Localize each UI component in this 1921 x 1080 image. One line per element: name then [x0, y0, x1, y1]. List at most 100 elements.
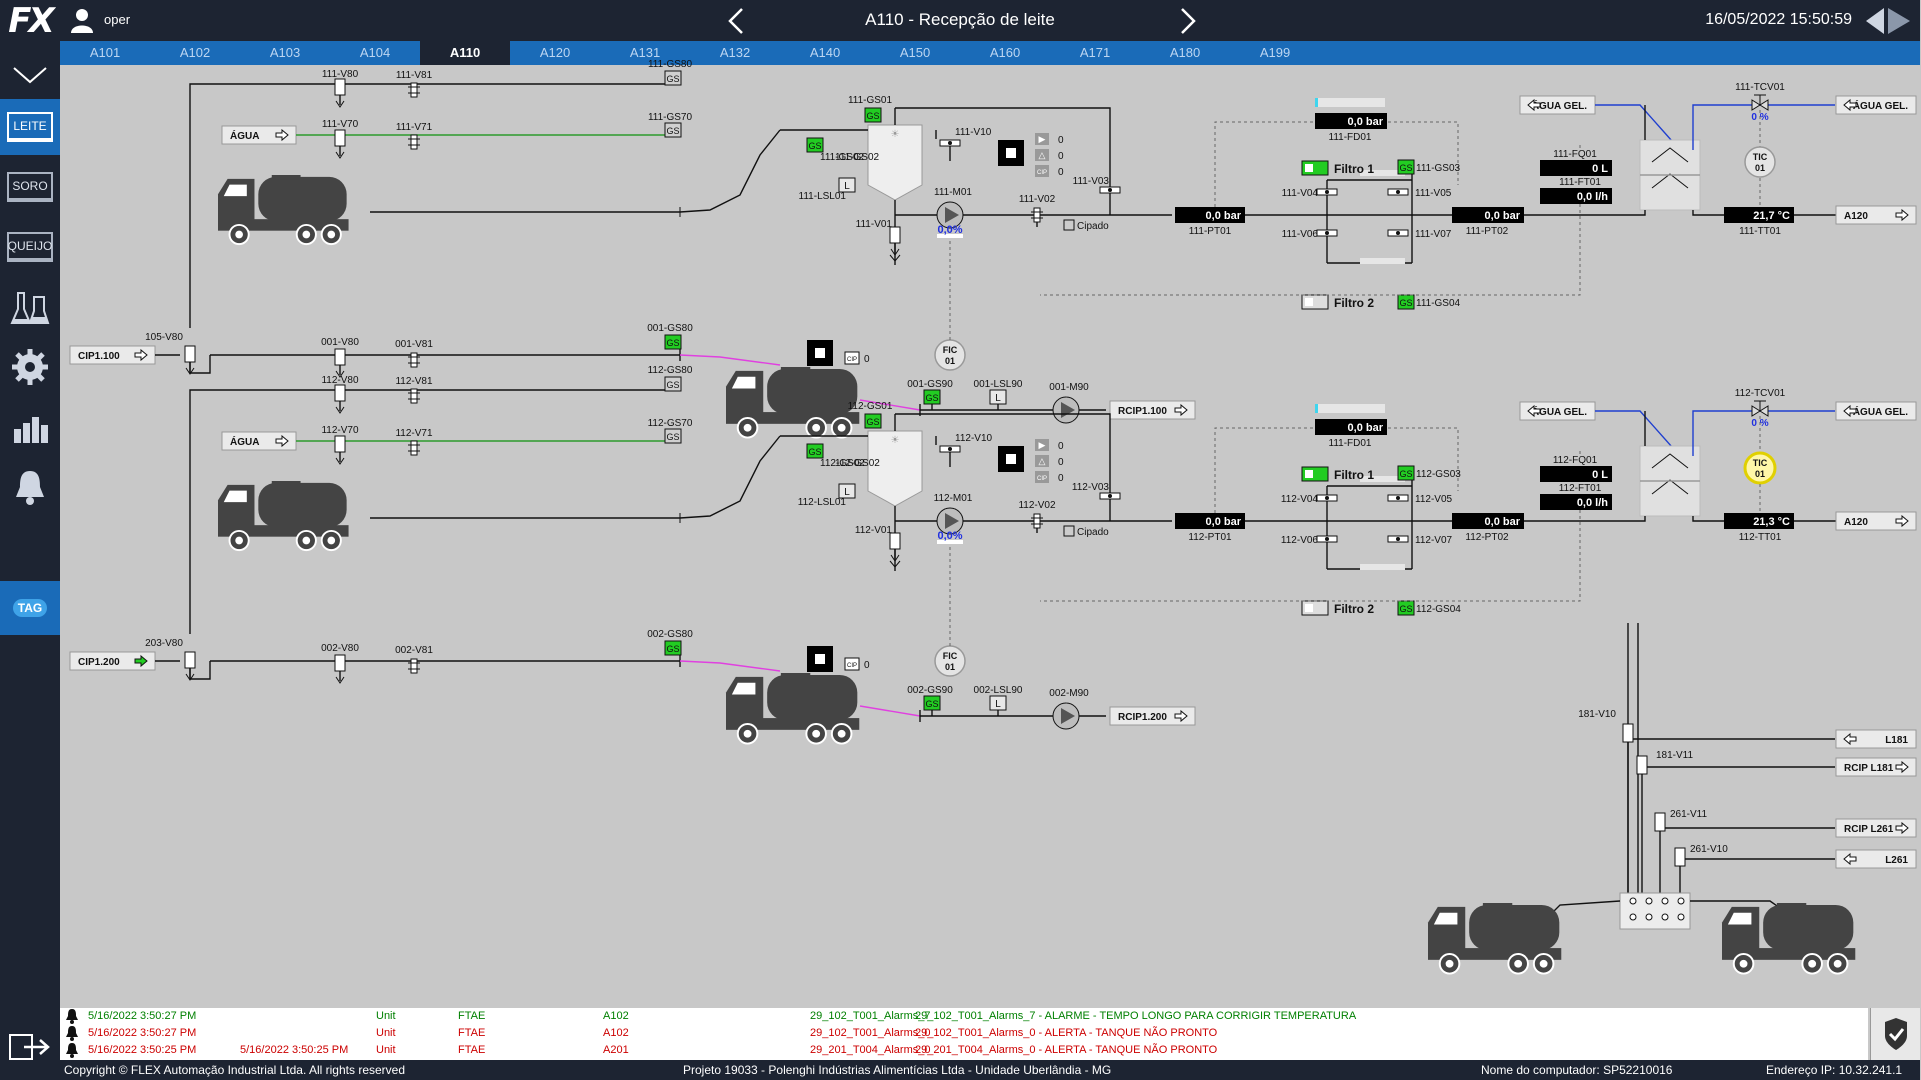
valve-tag: 111-V07: [1415, 229, 1452, 240]
tab-a171[interactable]: A171: [1079, 45, 1111, 60]
inline-valve[interactable]: [410, 82, 418, 98]
sidebar-item-queijo[interactable]: QUEIJO: [0, 219, 60, 275]
sidebar-item-alarms[interactable]: [0, 459, 60, 515]
gs-sensor[interactable]: [664, 428, 682, 444]
inline-valve[interactable]: [410, 658, 418, 674]
sidebar-item-leite[interactable]: LEITE: [0, 99, 60, 155]
manifold-l181-box[interactable]: [1835, 729, 1917, 749]
level-sensor[interactable]: [838, 177, 856, 193]
tab-a132[interactable]: A132: [719, 45, 751, 60]
sidebar-item-reports[interactable]: [0, 399, 60, 455]
tab-a103[interactable]: A103: [269, 45, 301, 60]
sensor-tag: 111-GS04: [1416, 298, 1461, 309]
valve[interactable]: [334, 129, 346, 147]
alarm-ack-time: 5/16/2022 3:50:25 PM: [240, 1044, 349, 1056]
pump-tag: 112-M01: [934, 493, 973, 504]
direction-arrow-icon: [1527, 404, 1541, 418]
instrument-type: FIC: [943, 651, 958, 661]
pump-speed-bar: [937, 540, 963, 544]
cold-water-out-box[interactable]: [1835, 95, 1917, 115]
destination-a120: A120: [1844, 517, 1868, 528]
gs-sensor[interactable]: [864, 107, 882, 123]
pipe: [1692, 516, 1724, 522]
tab-a140[interactable]: A140: [809, 45, 841, 60]
tab-a110[interactable]: A110: [420, 41, 510, 65]
inline-valve[interactable]: [410, 352, 418, 368]
tab-a199[interactable]: A199: [1259, 45, 1291, 60]
valve-body: [408, 662, 420, 670]
cipado-checkbox[interactable]: [1063, 219, 1075, 231]
manifold-valve[interactable]: [1674, 847, 1686, 867]
gs-sensor[interactable]: [806, 137, 824, 153]
tab-a131[interactable]: A131: [629, 45, 661, 60]
valve[interactable]: [184, 345, 196, 363]
gs-sensor[interactable]: [664, 122, 682, 138]
valve-dot: [1325, 537, 1329, 541]
instrument-number: 01: [1755, 163, 1765, 173]
destination-a120-box[interactable]: [1835, 511, 1917, 531]
manifold-valve[interactable]: [1636, 755, 1648, 775]
alarm-row[interactable]: 5/16/2022 3:50:25 PM 5/16/2022 3:50:25 PM…: [60, 1042, 1868, 1059]
cold-water-out-box[interactable]: [1835, 401, 1917, 421]
alarm-time: 5/16/2022 3:50:25 PM: [88, 1044, 197, 1056]
gs-sensor[interactable]: [806, 443, 824, 459]
gs-sensor[interactable]: [1397, 159, 1415, 175]
valve-tag: 112-V07: [1415, 535, 1453, 546]
manifold-valve[interactable]: [1654, 812, 1666, 832]
tab-a101[interactable]: A101: [89, 45, 121, 60]
gs-sensor[interactable]: [664, 334, 682, 350]
silo-tank[interactable]: [867, 124, 923, 201]
instrument[interactable]: [1744, 146, 1776, 178]
manifold-l261-box[interactable]: [1835, 849, 1917, 869]
manifold-rcip181-box[interactable]: [1835, 757, 1917, 777]
pressure-tag: 112-PT02: [1465, 532, 1509, 543]
sidebar-item-tag[interactable]: TAG: [0, 581, 60, 635]
next-screen-icon[interactable]: [1172, 4, 1202, 38]
sensor-tag: 111-GS02: [820, 152, 865, 163]
tab-a160[interactable]: A160: [989, 45, 1021, 60]
valve[interactable]: [334, 384, 346, 402]
cip-return-box[interactable]: [1109, 706, 1196, 726]
instrument[interactable]: [1743, 451, 1777, 485]
valve[interactable]: [334, 654, 346, 672]
sidebar-item-settings[interactable]: [0, 339, 60, 395]
manifold-valve[interactable]: [1622, 723, 1634, 743]
tab-a150[interactable]: A150: [899, 45, 931, 60]
sidebar-item-lab[interactable]: [0, 279, 60, 335]
inline-valve[interactable]: [1033, 207, 1041, 223]
logout-icon[interactable]: [8, 1032, 52, 1062]
gs-sensor[interactable]: [664, 376, 682, 392]
cip-return-box[interactable]: [1109, 400, 1196, 420]
tab-a180[interactable]: A180: [1169, 45, 1201, 60]
acknowledge-alarms-button[interactable]: [1870, 1008, 1920, 1060]
tab-a104[interactable]: A104: [359, 45, 391, 60]
sidebar-item-soro[interactable]: SORO: [0, 159, 60, 215]
destination-a120-box[interactable]: [1835, 205, 1917, 225]
previous-screen-icon[interactable]: [722, 4, 752, 38]
valve[interactable]: [334, 435, 346, 453]
gs-sensor[interactable]: [664, 70, 682, 86]
inline-valve[interactable]: [1033, 513, 1041, 529]
inline-valve[interactable]: [410, 388, 418, 404]
valve[interactable]: [334, 348, 346, 366]
collapse-menu-button[interactable]: [0, 46, 60, 102]
level-sensor[interactable]: [838, 483, 856, 499]
silo-tank[interactable]: [867, 430, 923, 507]
gs-sensor[interactable]: [1397, 465, 1415, 481]
cipado-checkbox[interactable]: [1063, 525, 1075, 537]
pipe: [1618, 210, 1646, 216]
tab-a102[interactable]: A102: [179, 45, 211, 60]
filter-label: Filtro 2: [1334, 602, 1374, 616]
alarm-bell-icon: [64, 1025, 80, 1044]
tab-a120[interactable]: A120: [539, 45, 571, 60]
inline-valve[interactable]: [410, 134, 418, 150]
valve[interactable]: [184, 651, 196, 669]
manifold-rcip261-box[interactable]: [1835, 818, 1917, 838]
sensor-tag: 112-GS70: [648, 418, 693, 429]
gs-sensor[interactable]: [664, 640, 682, 656]
inline-valve[interactable]: [410, 440, 418, 456]
gs-sensor[interactable]: [864, 413, 882, 429]
valve[interactable]: [334, 78, 346, 96]
